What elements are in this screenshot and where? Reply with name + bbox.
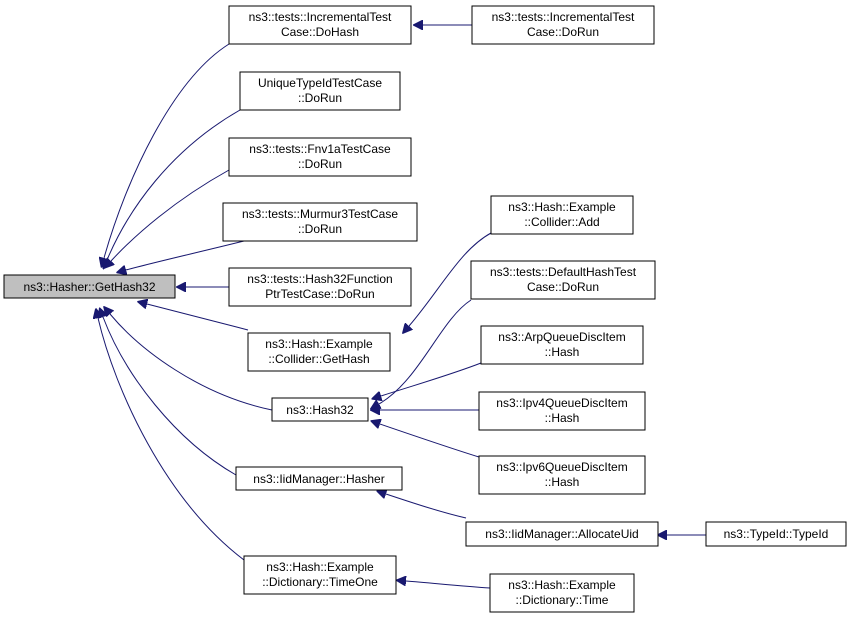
svg-text:ns3::Hash32: ns3::Hash32 (286, 403, 354, 417)
node-dictionary-time[interactable]: ns3::Hash::Example ::Dictionary::Time (489, 573, 635, 613)
svg-text:Case::DoHash: Case::DoHash (281, 25, 359, 39)
node-incremental-dorun[interactable]: ns3::tests::IncrementalTest Case::DoRun (471, 5, 655, 45)
node-ipv4queue-hash[interactable]: ns3::Ipv4QueueDiscItem ::Hash (478, 391, 646, 431)
svg-text:::Hash: ::Hash (545, 411, 580, 425)
svg-text:::DoRun: ::DoRun (298, 91, 342, 105)
node-gethash32[interactable]: ns3::Hasher::GetHash32 (3, 274, 176, 299)
svg-text:ns3::tests::IncrementalTest: ns3::tests::IncrementalTest (492, 10, 635, 24)
node-ipv6queue-hash[interactable]: ns3::Ipv6QueueDiscItem ::Hash (478, 455, 646, 495)
node-defaulthash-dorun[interactable]: ns3::tests::DefaultHashTest Case::DoRun (470, 260, 656, 300)
svg-text:ns3::Ipv6QueueDiscItem: ns3::Ipv6QueueDiscItem (496, 460, 627, 474)
svg-text:Case::DoRun: Case::DoRun (527, 280, 599, 294)
svg-text:PtrTestCase::DoRun: PtrTestCase::DoRun (265, 287, 374, 301)
node-hash32[interactable]: ns3::Hash32 (271, 397, 369, 422)
node-arpqueue-hash[interactable]: ns3::ArpQueueDiscItem ::Hash (480, 325, 644, 365)
edge-incremental-dohash-to-gethash32 (104, 43, 230, 258)
node-uniquetypeid-dorun[interactable]: UniqueTypeIdTestCase ::DoRun (239, 71, 401, 111)
edges (98, 25, 706, 589)
node-hash32fp-dorun[interactable]: ns3::tests::Hash32Function PtrTestCase::… (228, 267, 412, 307)
edge-collider-add-to-collider-gethash (409, 232, 492, 326)
node-gethash32-label: ns3::Hasher::GetHash32 (23, 280, 155, 294)
svg-text:::Dictionary::Time: ::Dictionary::Time (516, 593, 609, 607)
edge-allocateuid-to-iidmanager-hasher (386, 494, 467, 519)
node-collider-gethash[interactable]: ns3::Hash::Example ::Collider::GetHash (247, 332, 391, 372)
svg-text:::DoRun: ::DoRun (298, 222, 342, 236)
node-murmur3-dorun[interactable]: ns3::tests::Murmur3TestCase ::DoRun (222, 202, 418, 242)
node-dictionary-timeone[interactable]: ns3::Hash::Example ::Dictionary::TimeOne (243, 555, 397, 595)
svg-text:Case::DoRun: Case::DoRun (527, 25, 599, 39)
edge-murmur3-to-gethash32 (126, 239, 249, 270)
svg-text:ns3::IidManager::Hasher: ns3::IidManager::Hasher (253, 472, 384, 486)
edge-dictionary-timeone-to-gethash32 (98, 318, 245, 561)
edge-arpqueue-to-hash32 (381, 362, 482, 396)
node-iidmanager-hasher[interactable]: ns3::IidManager::Hasher (235, 466, 403, 491)
svg-text:::Hash: ::Hash (545, 475, 580, 489)
svg-text:ns3::Hash::Example: ns3::Hash::Example (265, 337, 373, 351)
edge-dictionary-time-to-timeone (406, 581, 491, 589)
svg-text:::Hash: ::Hash (545, 345, 580, 359)
edge-iidmanager-hasher-to-gethash32 (103, 317, 237, 476)
svg-text:ns3::Hash::Example: ns3::Hash::Example (508, 578, 616, 592)
edge-ipv6queue-to-hash32 (380, 424, 480, 458)
edge-defaulthash-to-hash32 (379, 299, 472, 404)
edge-collider-gethash-to-gethash32 (147, 304, 249, 331)
svg-text:::Collider::Add: ::Collider::Add (524, 215, 599, 229)
edge-fnv1a-to-gethash32 (111, 169, 230, 261)
svg-text:ns3::tests::Fnv1aTestCase: ns3::tests::Fnv1aTestCase (249, 142, 391, 156)
node-fnv1a-dorun[interactable]: ns3::tests::Fnv1aTestCase ::DoRun (228, 137, 412, 177)
svg-text:ns3::ArpQueueDiscItem: ns3::ArpQueueDiscItem (498, 330, 625, 344)
svg-text:::Collider::GetHash: ::Collider::GetHash (268, 352, 369, 366)
node-incremental-dohash[interactable]: ns3::tests::IncrementalTest Case::DoHash (228, 5, 412, 45)
edge-hash32-to-gethash32 (110, 314, 273, 411)
node-collider-add[interactable]: ns3::Hash::Example ::Collider::Add (490, 195, 634, 235)
svg-text:ns3::Ipv4QueueDiscItem: ns3::Ipv4QueueDiscItem (496, 396, 627, 410)
svg-text:::Dictionary::TimeOne: ::Dictionary::TimeOne (262, 575, 378, 589)
svg-text:ns3::tests::IncrementalTest: ns3::tests::IncrementalTest (249, 10, 392, 24)
svg-text:::DoRun: ::DoRun (298, 157, 342, 171)
svg-text:ns3::tests::Hash32Function: ns3::tests::Hash32Function (247, 272, 392, 286)
svg-text:ns3::tests::Murmur3TestCase: ns3::tests::Murmur3TestCase (242, 207, 398, 221)
svg-text:ns3::Hash::Example: ns3::Hash::Example (508, 200, 616, 214)
svg-text:ns3::IidManager::AllocateUid: ns3::IidManager::AllocateUid (485, 527, 638, 541)
node-iidmanager-allocateuid[interactable]: ns3::IidManager::AllocateUid (465, 521, 659, 547)
svg-text:ns3::Hash::Example: ns3::Hash::Example (266, 560, 374, 574)
node-typeid-typeid[interactable]: ns3::TypeId::TypeId (705, 521, 847, 547)
svg-text:ns3::TypeId::TypeId: ns3::TypeId::TypeId (724, 527, 829, 541)
svg-text:ns3::tests::DefaultHashTest: ns3::tests::DefaultHashTest (490, 265, 637, 279)
nodes: ns3::Hasher::GetHash32 ns3::tests::Incre… (3, 5, 847, 613)
edge-uniquetypeid-to-gethash32 (107, 109, 241, 260)
svg-text:UniqueTypeIdTestCase: UniqueTypeIdTestCase (258, 76, 382, 90)
